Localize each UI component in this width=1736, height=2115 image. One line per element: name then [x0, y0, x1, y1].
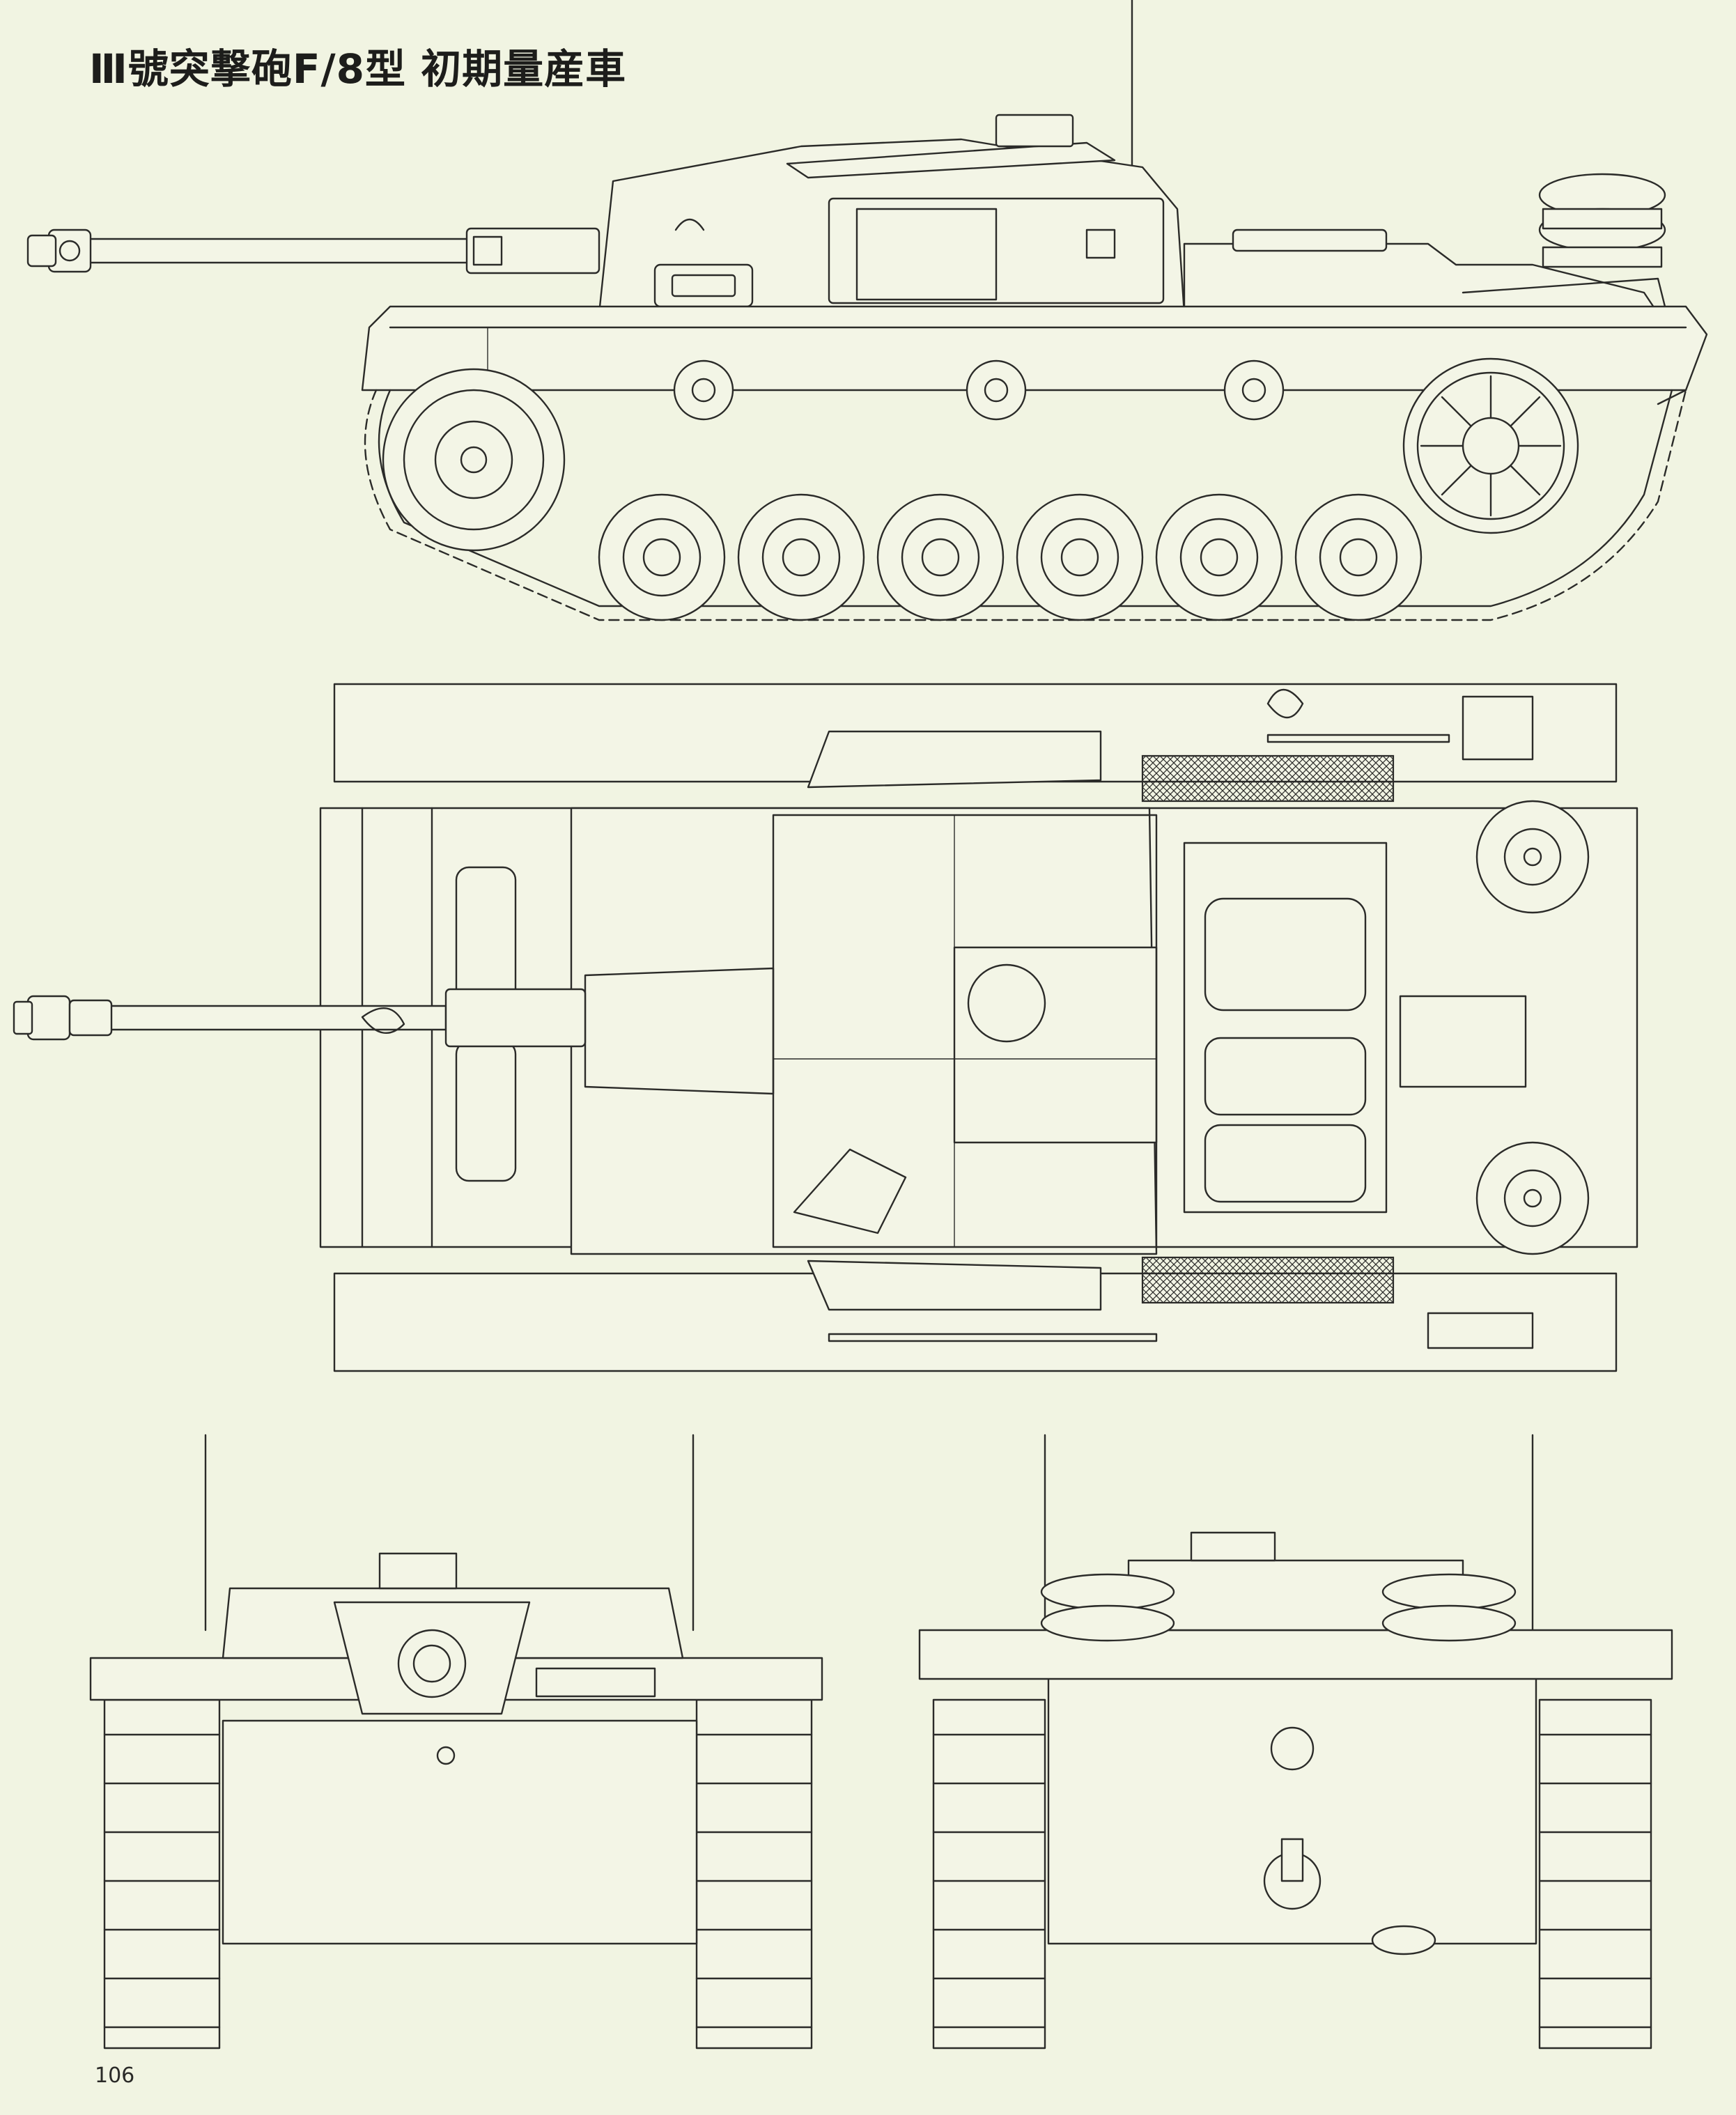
front-view-drawing: [0, 1421, 836, 2090]
gun-barrel-top: [14, 989, 585, 1046]
superstructure: [599, 115, 1686, 404]
rear-view-drawing: [892, 1421, 1728, 2090]
road-wheels: [599, 495, 1421, 620]
idler-wheel: [1404, 359, 1578, 533]
page-title: Ⅲ號突撃砲F/8型 初期量産車: [89, 45, 627, 93]
gun-barrel: [28, 228, 599, 273]
top-view-drawing: [0, 669, 1736, 1407]
drive-sprocket: [383, 369, 564, 550]
track: [365, 390, 1686, 620]
return-rollers: [674, 361, 1283, 419]
side-view-drawing: [0, 0, 1736, 641]
page-number: 106: [95, 2063, 135, 2088]
